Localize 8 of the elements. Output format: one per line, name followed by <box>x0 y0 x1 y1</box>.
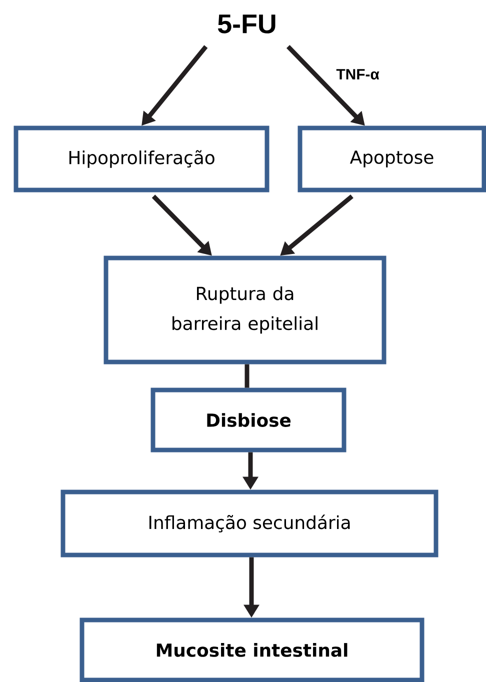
process-box: Apoptose <box>298 126 486 192</box>
process-box: Ruptura da barreira epitelial <box>104 256 386 364</box>
process-box: Hipoproliferação <box>14 126 270 192</box>
process-box: Mucosite intestinal <box>80 618 424 682</box>
process-box: Disbiose <box>150 388 346 452</box>
drug-label: 5-FU <box>218 14 276 34</box>
edge-label: TNF-α <box>336 69 380 80</box>
process-box: Inflamação secundária <box>60 490 438 558</box>
